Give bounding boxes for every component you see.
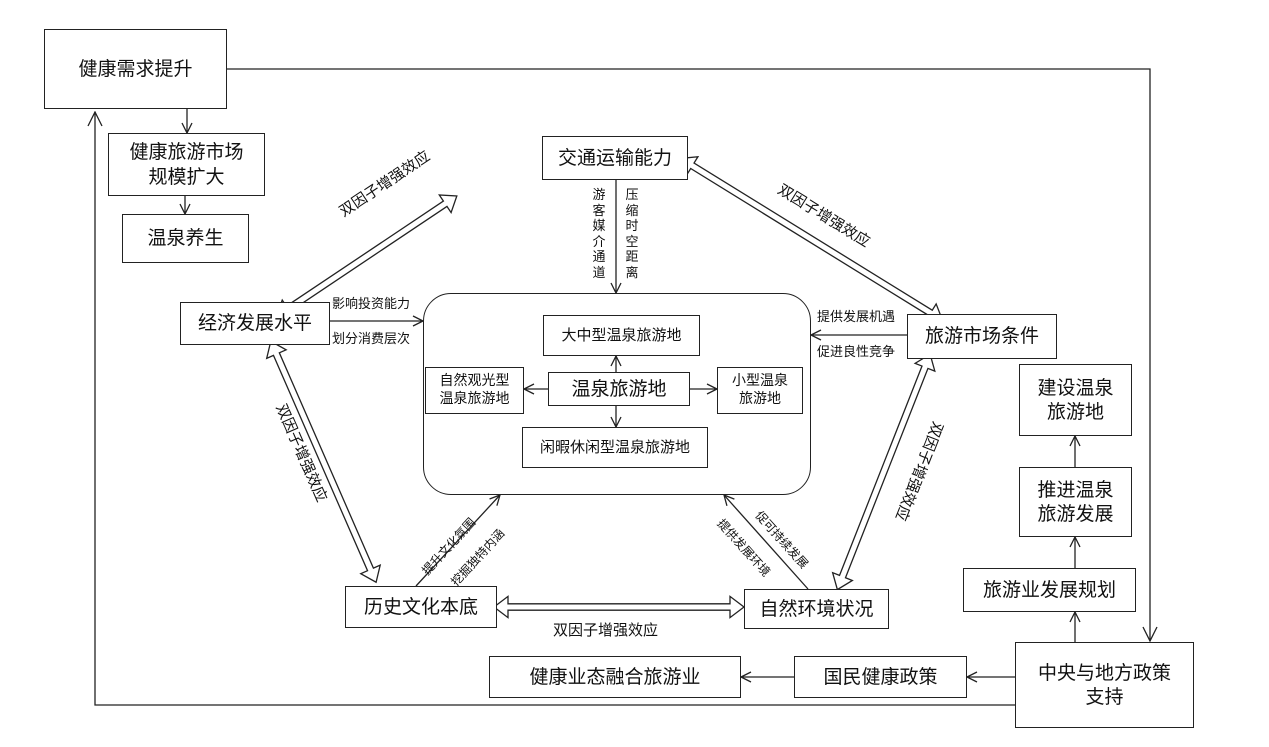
market-expand-box: 健康旅游市场 规模扩大	[108, 133, 265, 196]
hot-spring-core-region	[423, 293, 811, 495]
history-box: 历史文化本底	[345, 586, 497, 628]
line-policy-to-demand	[95, 112, 1015, 706]
health-demand-box: 健康需求提升	[44, 29, 227, 109]
transport-box: 交通运输能力	[542, 136, 688, 180]
label-invest-capacity: 影响投资能力	[332, 297, 411, 312]
planning-box: 旅游业发展规划	[963, 568, 1136, 612]
health-fusion-box: 健康业态融合旅游业	[489, 656, 741, 698]
economy-box: 经济发展水平	[180, 302, 330, 345]
natural-sightseeing-box: 自然观光型 温泉旅游地	[425, 367, 524, 414]
label-compress-distance: 压 缩 时 空 距 离	[625, 188, 639, 281]
build-box: 建设温泉 旅游地	[1019, 364, 1132, 436]
line-demand-to-policy	[227, 68, 1150, 641]
label-consumption-level: 划分消费层次	[332, 332, 411, 347]
arrow-history-to-core	[415, 495, 500, 587]
hot-spring-dest-box: 温泉旅游地	[548, 372, 690, 406]
promote-box: 推进温泉 旅游发展	[1019, 467, 1132, 537]
double-arrow-economy-history	[265, 340, 382, 584]
label-double-factor-bottom: 双因子增强效应	[553, 621, 659, 639]
leisure-box: 闲暇休闲型温泉旅游地	[522, 427, 708, 468]
label-competition: 促进良性竞争	[817, 345, 896, 360]
hot-spring-health-box: 温泉养生	[122, 214, 249, 263]
policy-box: 中央与地方政策 支持	[1015, 642, 1194, 728]
large-medium-box: 大中型温泉旅游地	[543, 315, 700, 356]
market-conditions-box: 旅游市场条件	[907, 314, 1057, 359]
label-tourist-channel: 游 客 媒 介 通 道	[592, 188, 606, 281]
national-health-box: 国民健康政策	[794, 656, 967, 698]
nature-env-box: 自然环境状况	[744, 589, 889, 629]
label-dev-opportunity: 提供发展机遇	[817, 310, 896, 325]
arrow-nature-to-core	[724, 495, 809, 590]
small-box: 小型温泉 旅游地	[717, 367, 803, 414]
double-arrow-history-nature	[492, 595, 746, 619]
